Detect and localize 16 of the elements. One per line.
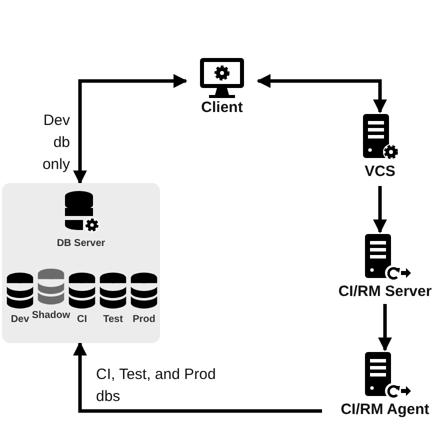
connector-arrow (73, 342, 322, 413)
node-label: CI/RM Agent (340, 402, 430, 418)
node-label: Dev (10, 314, 30, 325)
connector-arrow (256, 74, 387, 114)
node-label: Client (201, 100, 243, 116)
node-label: VCS (364, 164, 396, 180)
database-panel (2, 183, 160, 343)
connector-arrow (378, 304, 392, 352)
node-label: DB Server (56, 238, 106, 249)
node-label: Test (103, 314, 123, 325)
connector-arrow (73, 74, 188, 184)
node-label: CI/RM Server (338, 284, 432, 300)
node-label: Shadow (32, 310, 70, 321)
node-label: Prod (132, 314, 156, 325)
connector-arrow (373, 186, 387, 234)
node-label: CI (77, 314, 87, 325)
